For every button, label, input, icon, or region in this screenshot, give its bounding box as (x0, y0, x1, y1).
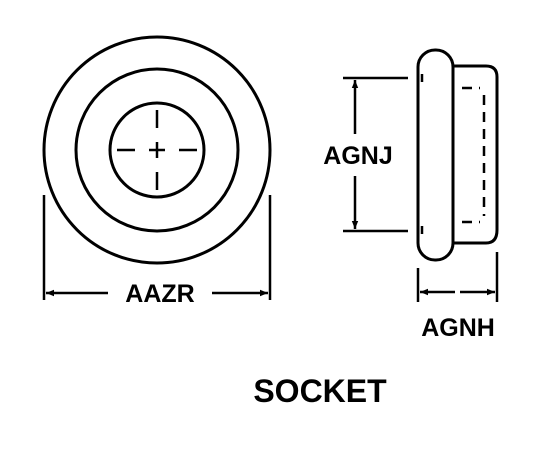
inner-bore (108, 101, 206, 199)
agnj-dimension (343, 76, 408, 233)
aazr-label: AAZR (125, 280, 194, 308)
outer-rim (42, 35, 272, 265)
aazr-dimension (42, 195, 272, 300)
socket-flange (416, 48, 455, 262)
agnh-label: AGNH (421, 314, 495, 342)
center-mark (117, 110, 197, 190)
socket-body (446, 64, 499, 245)
front-view (42, 35, 272, 265)
caption: SOCKET (253, 373, 387, 409)
hidden-bore-lines (462, 86, 486, 224)
middle-ring (74, 67, 240, 233)
agnj-label: AGNJ (323, 142, 392, 170)
agnh-dimension (416, 252, 499, 302)
side-view (416, 48, 499, 262)
